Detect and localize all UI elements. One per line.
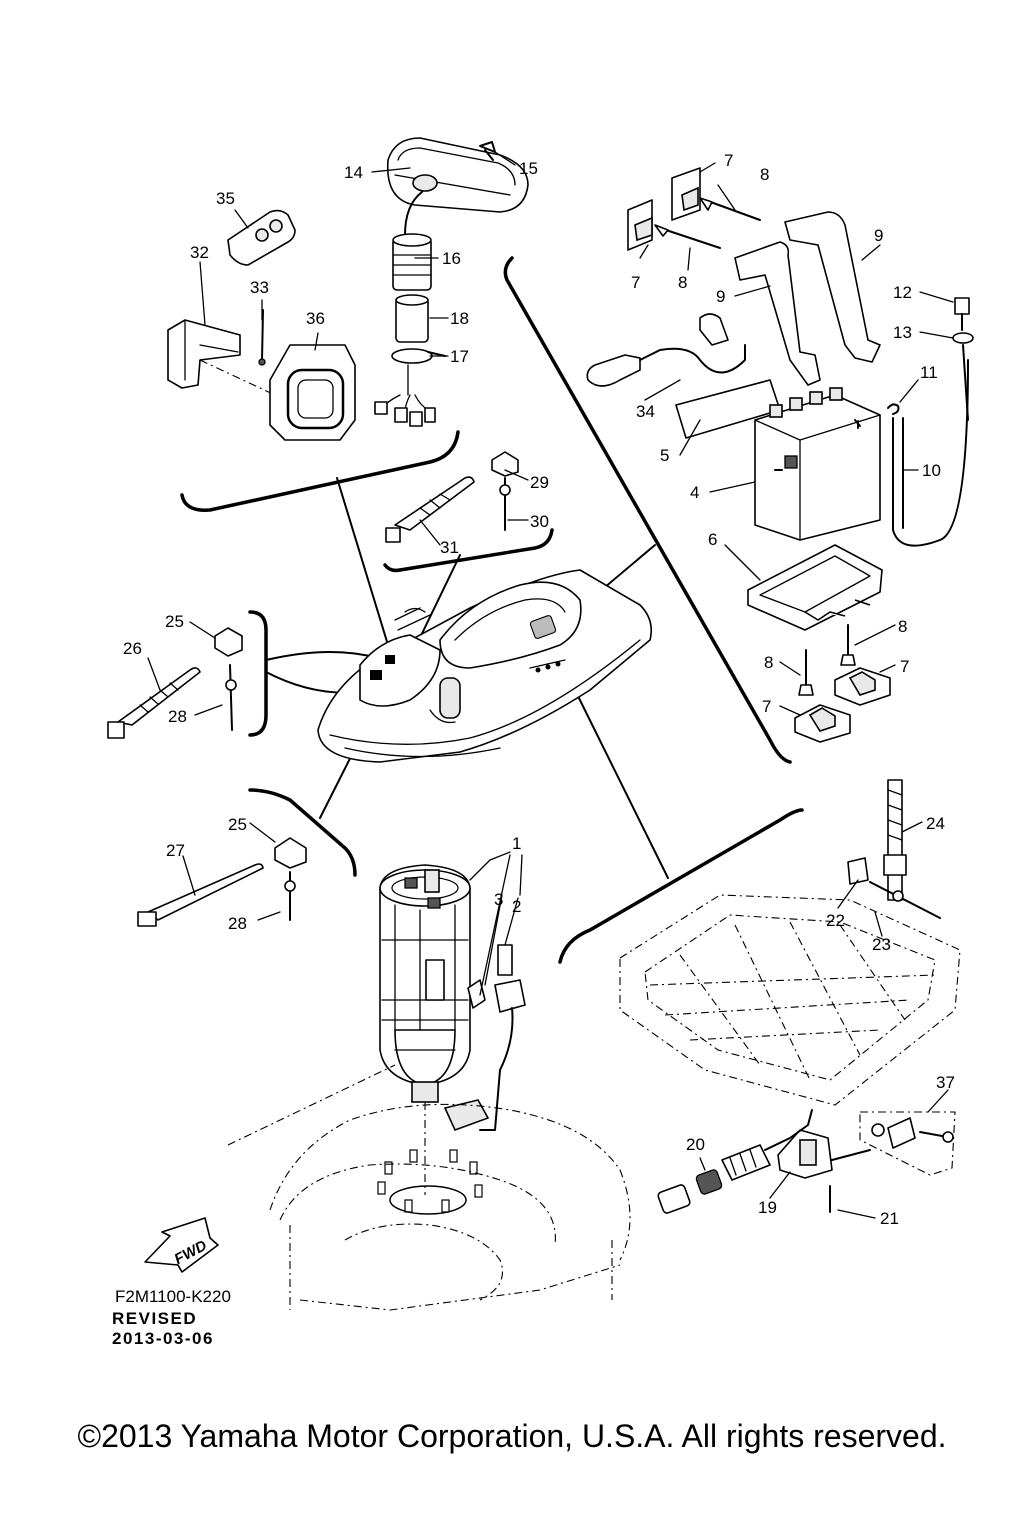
callout-2: 2 [512,897,521,916]
callout-numbers: 1 2 3 4 5 6 7 7 7 7 8 8 8 8 9 9 10 11 12… [123,151,955,1228]
callout-33: 33 [250,278,269,297]
callout-7-top-right: 7 [724,151,733,170]
callout-7-lower-left: 7 [762,697,771,716]
tank-outline [227,1064,631,1311]
callout-8-top-right: 8 [760,165,769,184]
clip-group-22-24 [847,779,941,919]
callout-32: 32 [190,243,209,262]
callout-14: 14 [344,163,363,182]
callout-leaders [147,151,954,1219]
callout-13: 13 [893,323,912,342]
callout-6: 6 [708,530,717,549]
tie-band-group-2 [137,837,307,927]
callout-11: 11 [920,363,938,382]
small-parts-29-31 [385,451,519,543]
callout-8-lower-right: 8 [898,617,907,636]
callout-21: 21 [880,1209,899,1228]
fuel-pump-assembly [379,864,526,1132]
callout-20: 20 [686,1135,705,1154]
callout-22: 22 [826,911,845,930]
callout-29: 29 [530,473,549,492]
callout-9-right: 9 [874,226,883,245]
callout-28-lower: 28 [228,914,247,933]
top-left-parts [167,137,529,441]
callout-25-upper: 25 [165,612,184,631]
battery-group [586,167,974,743]
callout-36: 36 [306,309,325,328]
callout-17: 17 [450,347,469,366]
callout-18: 18 [450,309,469,328]
diagram-code: F2M1100-K220 [115,1287,231,1306]
callout-7-lower-right: 7 [900,657,909,676]
callout-28-upper: 28 [168,707,187,726]
seat-frame [619,894,961,1106]
callout-1: 1 [512,834,521,853]
callout-24: 24 [926,814,945,833]
callout-34: 34 [636,402,655,421]
callout-30: 30 [530,512,549,531]
callout-4: 4 [690,483,699,502]
callout-8-lower-left: 8 [764,653,773,672]
callout-37: 37 [936,1073,955,1092]
callout-25-lower: 25 [228,815,247,834]
callout-27: 27 [166,841,185,860]
tie-band-group-1 [107,627,243,739]
switch-group-19-21 [657,1109,956,1214]
callout-19: 19 [758,1198,777,1217]
callout-31: 31 [440,538,459,557]
watercraft-illustration [317,569,653,763]
revised-date: 2013-03-06 [112,1329,214,1348]
callout-9-left: 9 [716,287,725,306]
group-brackets [180,256,804,964]
callout-15: 15 [519,159,538,178]
callout-8-top-left: 8 [678,273,687,292]
callout-16: 16 [442,249,461,268]
revised-label: REVISED [112,1309,197,1328]
callout-7-top-left: 7 [631,273,640,292]
callout-12: 12 [893,283,912,302]
callout-3: 3 [494,890,503,909]
callout-10: 10 [922,461,941,480]
copyright-notice: ©2013 Yamaha Motor Corporation, U.S.A. A… [77,1418,947,1454]
fwd-arrow: FWD [144,1217,219,1273]
callout-5: 5 [660,446,669,465]
callout-26: 26 [123,639,142,658]
callout-23: 23 [872,935,891,954]
callout-35: 35 [216,189,235,208]
